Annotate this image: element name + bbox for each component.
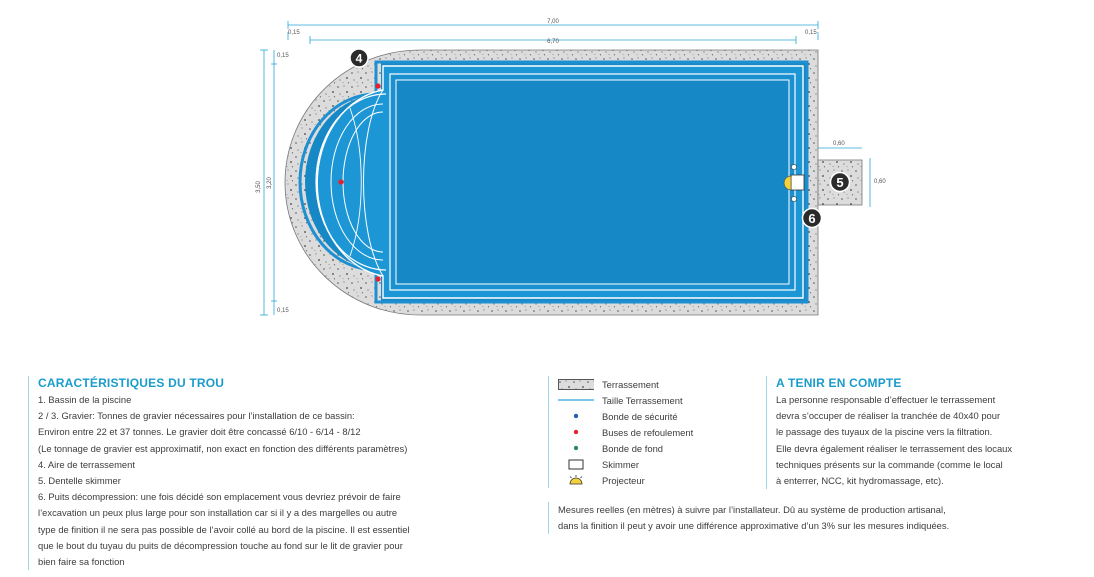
skimmer-box-icon	[558, 459, 594, 470]
svg-text:5: 5	[836, 175, 843, 190]
characteristics-line: type de finition il ne sera pas possible…	[38, 523, 410, 535]
legend-item: Taille Terrassement	[558, 392, 758, 408]
return-jet-dot	[338, 179, 344, 185]
measurement-note: Mesures reelles (en mètres) à suivre par…	[548, 502, 1078, 535]
characteristics-line: (Le tonnage de gravier est approximatif,…	[38, 442, 408, 454]
return-jet-dot	[375, 83, 381, 89]
badge-dentelle-skimmer: 5	[829, 171, 851, 193]
return-jet-dot	[375, 276, 381, 282]
characteristics-line: bien faire sa fonction	[38, 556, 125, 568]
consider-section: A TENIR EN COMPTE La personne responsabl…	[766, 376, 1076, 490]
characteristics-line: 6. Puits décompression: une fois décidé …	[38, 491, 401, 503]
characteristics-line: Environ entre 22 et 37 tonnes. Le gravie…	[38, 426, 361, 438]
characteristics-line: 4. Aire de terrassement	[38, 458, 135, 470]
legend-item: Bonde de sécurité	[558, 408, 758, 424]
svg-text:6: 6	[808, 211, 815, 226]
projector-icon	[783, 175, 792, 191]
blue-dot-icon	[558, 413, 594, 419]
dim-side-margin-right: 0,15	[805, 30, 817, 36]
skimmer-icon	[790, 174, 805, 191]
dim-overall-height: 3,50	[256, 181, 262, 193]
characteristics-line: que le bout du tuyau du puits de décompr…	[38, 539, 403, 551]
characteristics-line: l’excavation un peux plus large pour son…	[38, 507, 398, 519]
legend: Terrassement Taille Terrassement Bonde d…	[548, 376, 758, 488]
characteristics-line: 1. Bassin de la piscine	[38, 394, 132, 405]
dim-bottom-margin: 0,15	[277, 308, 289, 314]
legend-item: Terrassement	[558, 376, 758, 392]
legend-item: Skimmer	[558, 456, 758, 472]
characteristics-section: CARACTÉRISTIQUES DU TROU 1. Bassin de la…	[28, 376, 518, 571]
note-line: dans la finition il peut y avoir une dif…	[558, 520, 950, 532]
consider-line: le passage des tuyaux de la piscine vers…	[776, 426, 993, 438]
safety-drain-dot	[791, 164, 797, 170]
consider-line: à enterrer, NCC, kit hydromassage, etc).	[776, 475, 944, 487]
badge-puits-decompression: 6	[801, 207, 823, 229]
legend-item: Bonde de fond	[558, 440, 758, 456]
svg-text:4: 4	[356, 52, 363, 66]
dim-side-margin-left: 0,15	[288, 30, 300, 36]
badge-aire-terrassement: 4	[349, 48, 369, 68]
blue-line-icon	[558, 398, 594, 402]
characteristics-title: CARACTÉRISTIQUES DU TROU	[38, 376, 225, 390]
dim-overall-width: 7,00	[547, 19, 559, 25]
dimension-lines	[260, 21, 871, 316]
dim-skimmer-width: 0,60	[833, 141, 845, 147]
consider-line: devra s’occuper de réaliser la tranchée …	[776, 410, 1001, 422]
safety-drain-dot	[791, 196, 797, 202]
pool-excavation-diagram: 7,00 6,70 0,15 0,15 3,50 3,20 0,15 0,15 …	[256, 19, 886, 316]
consider-line: techniques présents sur la commande (com…	[776, 458, 1003, 470]
green-dot-icon	[558, 445, 594, 451]
consider-line: Elle devra également réaliser le terrass…	[776, 442, 1013, 454]
dim-top-margin: 0,15	[277, 53, 289, 59]
note-line: Mesures reelles (en mètres) à suivre par…	[558, 504, 946, 515]
dim-pool-width: 6,70	[547, 39, 559, 45]
gravel-swatch-icon	[558, 378, 594, 390]
dim-pool-height: 3,20	[267, 177, 273, 189]
consider-line: La personne responsable d’effectuer le t…	[776, 394, 996, 405]
characteristics-line: 2 / 3. Gravier: Tonnes de gravier nécess…	[38, 410, 355, 422]
projector-icon	[558, 474, 594, 486]
characteristics-line: 5. Dentelle skimmer	[38, 475, 121, 487]
legend-item: Buses de refoulement	[558, 424, 758, 440]
legend-item: Projecteur	[558, 472, 758, 488]
dim-skimmer-height: 0,60	[874, 179, 886, 185]
consider-title: A TENIR EN COMPTE	[776, 376, 902, 390]
red-dot-icon	[558, 429, 594, 435]
pool-basin	[298, 60, 809, 304]
